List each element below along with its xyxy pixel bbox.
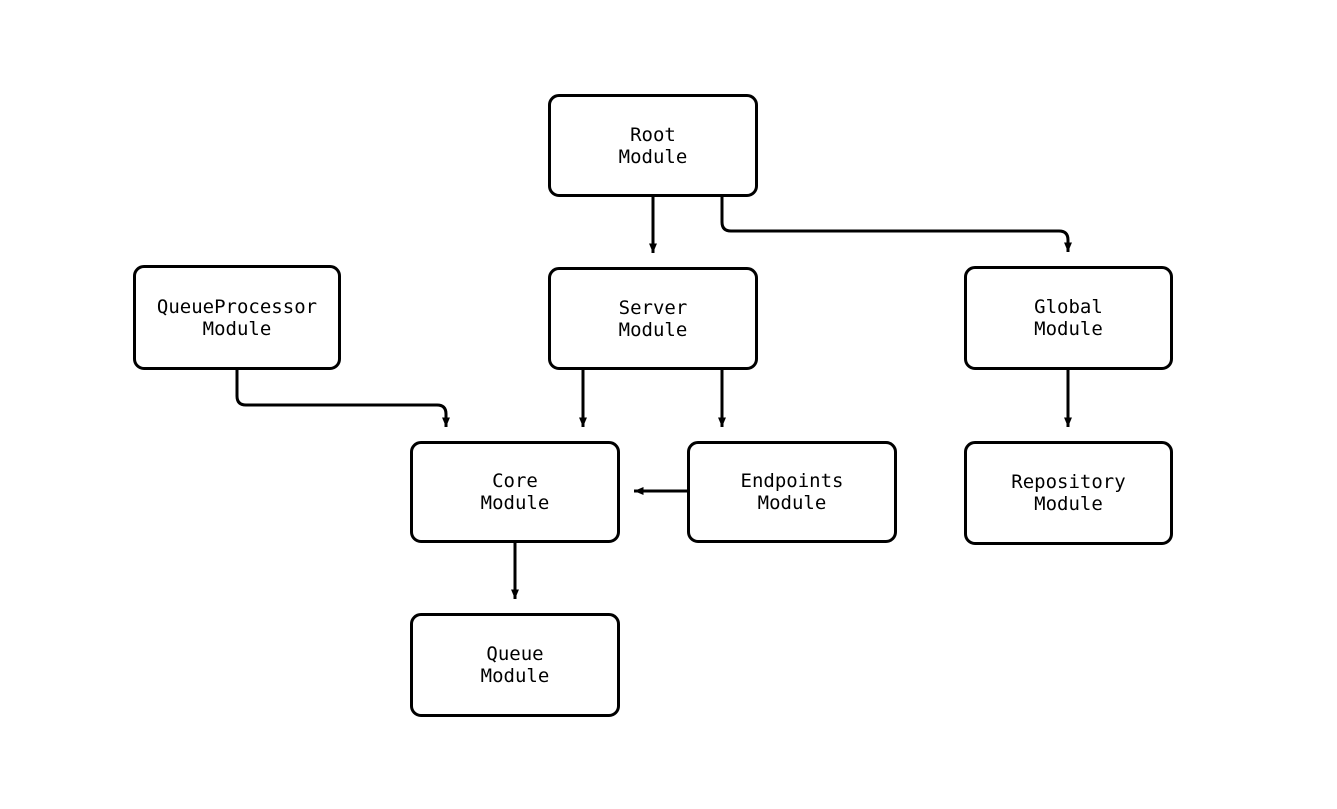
node-root[interactable]: Root Module bbox=[548, 94, 758, 197]
node-label-endpoints: Endpoints Module bbox=[740, 470, 844, 514]
node-queue[interactable]: Queue Module bbox=[410, 613, 620, 717]
node-server[interactable]: Server Module bbox=[548, 267, 758, 370]
node-endpoints[interactable]: Endpoints Module bbox=[687, 441, 897, 543]
node-repository[interactable]: Repository Module bbox=[964, 441, 1173, 545]
node-global[interactable]: Global Module bbox=[964, 266, 1173, 370]
node-label-queueprocessor: QueueProcessor Module bbox=[156, 295, 318, 340]
node-label-core: Core Module bbox=[480, 470, 550, 514]
node-label-repository: Repository Module bbox=[1011, 471, 1126, 515]
node-label-global: Global Module bbox=[1034, 296, 1103, 340]
node-label-root: Root Module bbox=[618, 123, 688, 168]
node-core[interactable]: Core Module bbox=[410, 441, 620, 543]
node-queueprocessor[interactable]: QueueProcessor Module bbox=[133, 265, 341, 370]
node-label-server: Server Module bbox=[618, 296, 688, 341]
node-label-queue: Queue Module bbox=[480, 643, 550, 687]
